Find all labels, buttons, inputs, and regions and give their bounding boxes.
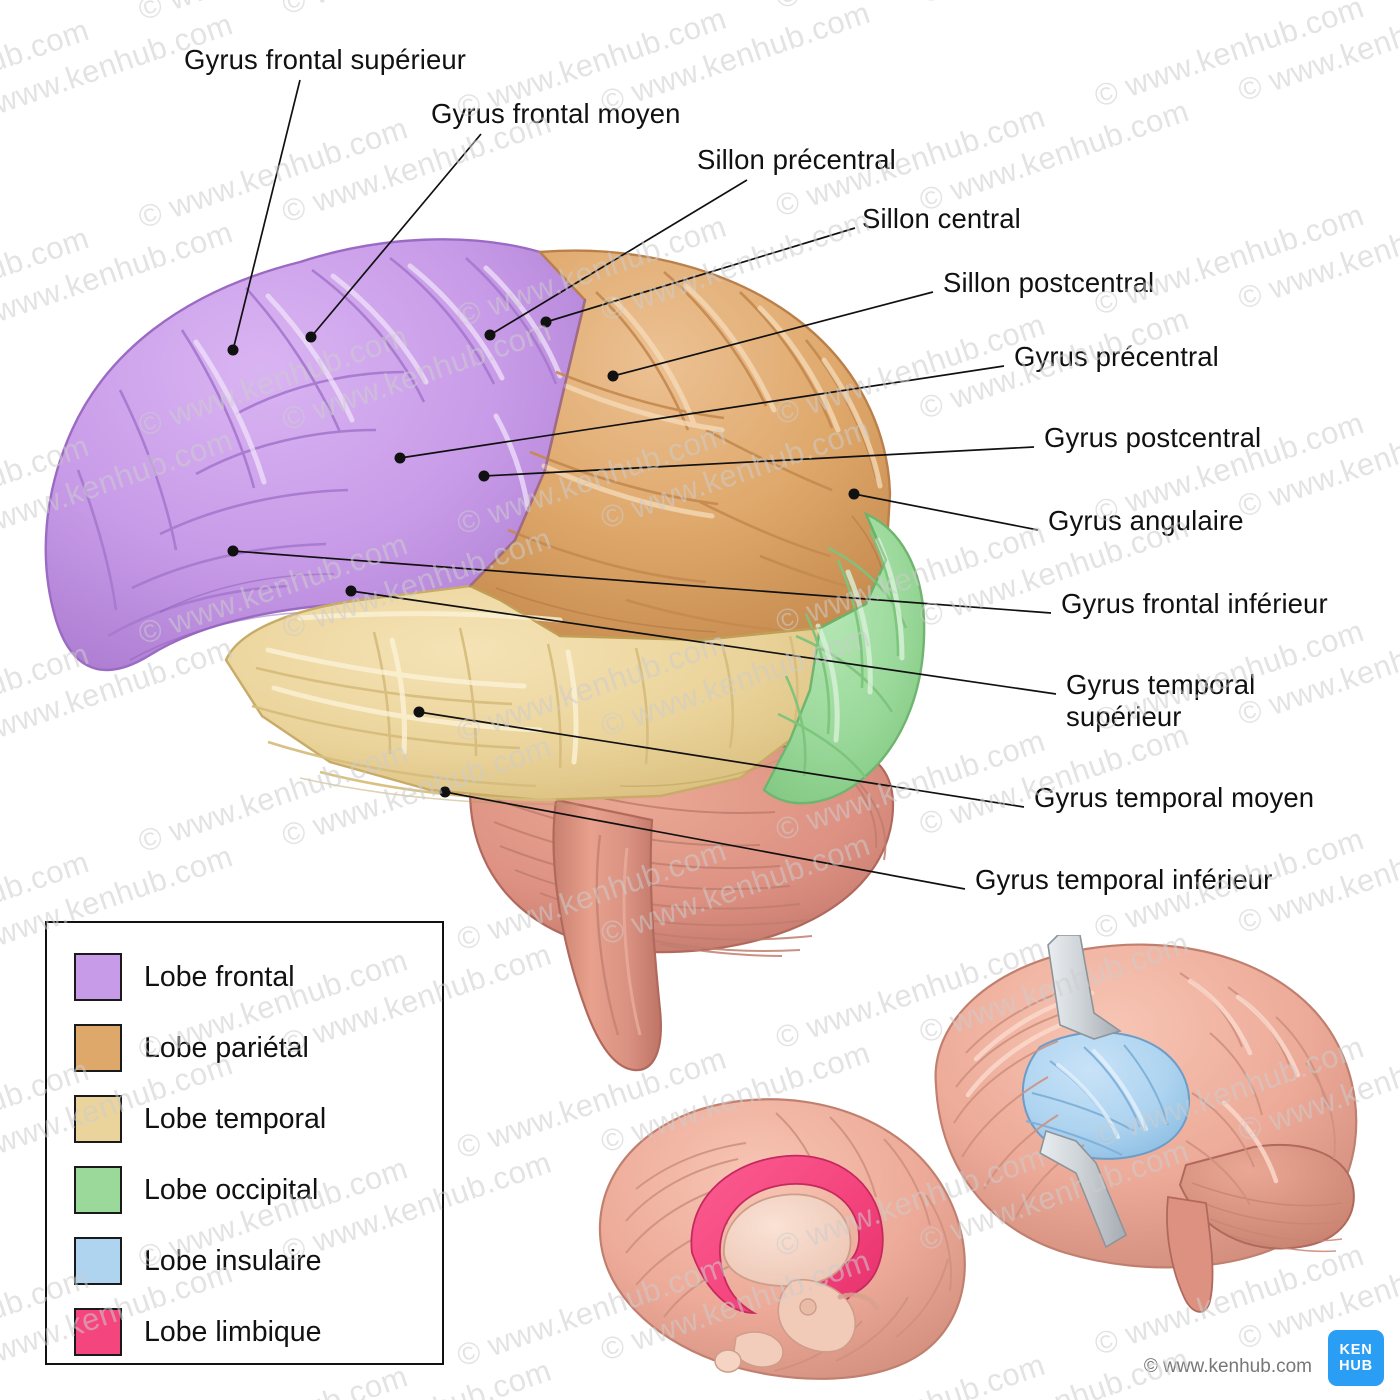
label-gyrus-precentral: Gyrus précentral: [1014, 341, 1219, 372]
legend-item-3[interactable]: Lobe occipital: [74, 1166, 318, 1214]
legend-swatch-icon: [74, 1024, 122, 1072]
kenhub-logo[interactable]: KEN HUB: [1328, 1330, 1384, 1386]
label-gyrus-frontal-superieur: Gyrus frontal supérieur: [184, 44, 466, 75]
brain-insula-inset: [934, 935, 1358, 1313]
legend-label: Lobe frontal: [144, 960, 295, 993]
legend-swatch-icon: [74, 1095, 122, 1143]
legend-item-0[interactable]: Lobe frontal: [74, 953, 295, 1001]
legend-item-4[interactable]: Lobe insulaire: [74, 1237, 321, 1285]
label-gyrus-postcentral: Gyrus postcentral: [1044, 422, 1262, 453]
label-gyrus-angulaire: Gyrus angulaire: [1048, 505, 1244, 536]
legend-label: Lobe limbique: [144, 1315, 322, 1348]
label-gyrus-frontal-moyen: Gyrus frontal moyen: [431, 98, 681, 129]
retractor-lower: [1039, 1129, 1128, 1249]
label-sillon-central: Sillon central: [862, 203, 1021, 234]
legend-item-1[interactable]: Lobe pariétal: [74, 1024, 309, 1072]
legend-item-5[interactable]: Lobe limbique: [74, 1308, 321, 1356]
kenhub-logo-line1: KEN: [1339, 1341, 1373, 1358]
legend-item-2[interactable]: Lobe temporal: [74, 1095, 326, 1143]
label-sillon-postcentral: Sillon postcentral: [943, 267, 1155, 298]
kenhub-logo-line2: HUB: [1339, 1358, 1373, 1374]
legend-swatch-icon: [74, 1166, 122, 1214]
legend-swatch-icon: [74, 953, 122, 1001]
label-gyrus-temporal-inferieur: Gyrus temporal inférieur: [975, 864, 1273, 895]
legend-label: Lobe pariétal: [144, 1031, 309, 1064]
legend-label: Lobe insulaire: [144, 1244, 322, 1277]
label-sillon-precentral: Sillon précentral: [697, 144, 896, 175]
legend-label: Lobe temporal: [144, 1102, 327, 1135]
label-gyrus-temporal-moyen: Gyrus temporal moyen: [1034, 782, 1315, 813]
retractor-upper: [1047, 935, 1122, 1040]
legend-swatch-icon: [74, 1308, 122, 1356]
label-gyrus-frontal-inferieur: Gyrus frontal inférieur: [1061, 588, 1328, 619]
legend-label: Lobe occipital: [144, 1173, 319, 1206]
label-gyrus-temporal-superieur: Gyrus temporal supérieur: [1066, 669, 1256, 733]
brainstem: [552, 798, 662, 1072]
brain-medial-section-inset: [598, 1098, 966, 1380]
legend-swatch-icon: [74, 1237, 122, 1285]
copyright-text: © www.kenhub.com: [1143, 1356, 1312, 1377]
